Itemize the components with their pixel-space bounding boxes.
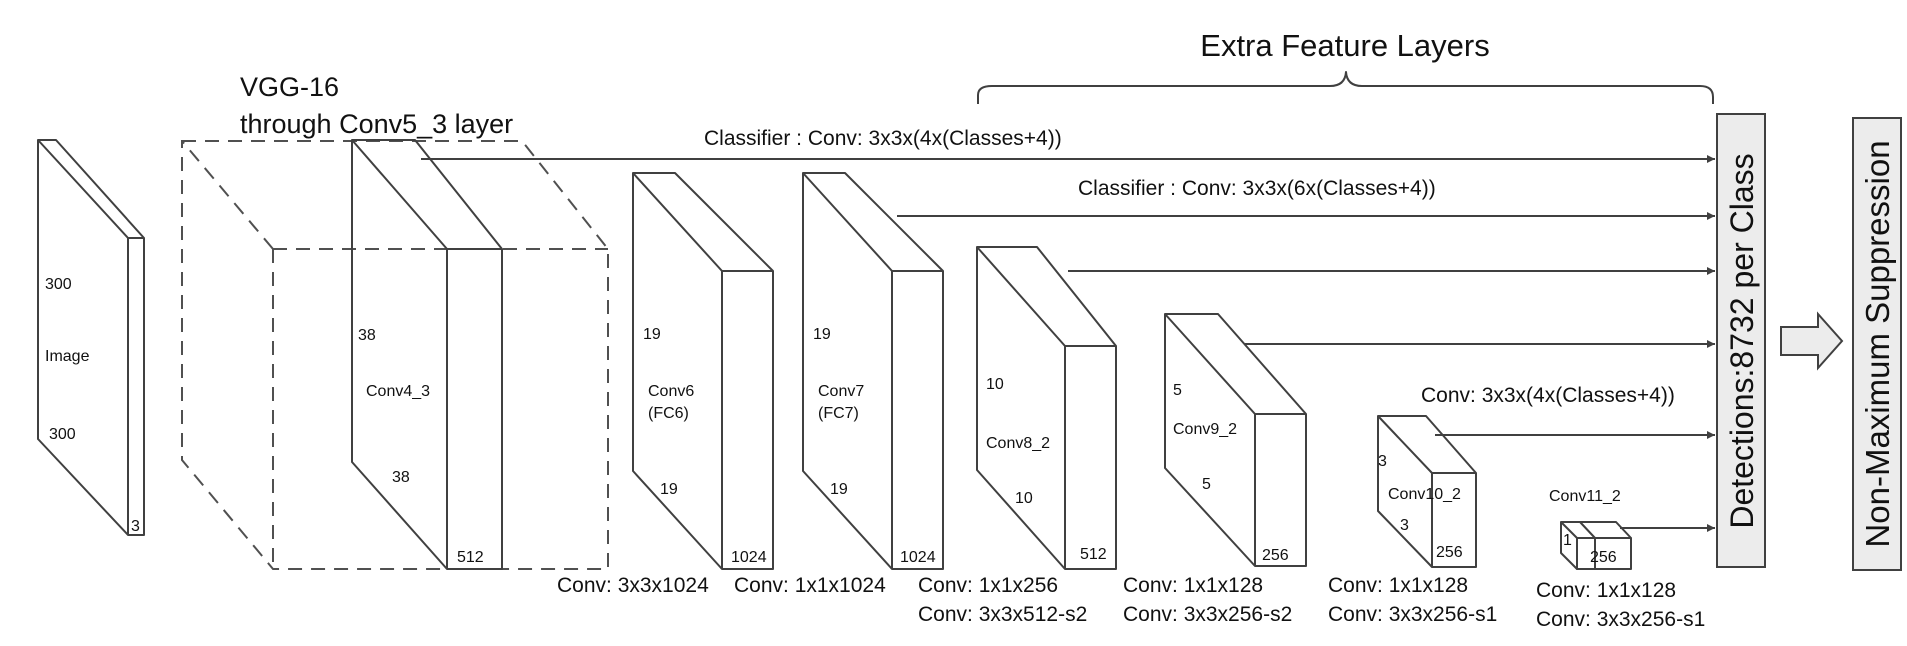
conv6-name-line2: (FC6) [648,405,689,422]
classifier-label-2: Classifier : Conv: 3x3x(6x(Classes+4)) [1078,177,1436,200]
conv11-2-depth: 256 [1590,549,1617,566]
nms-big-arrow [1780,311,1844,371]
conv7-name-line2: (FC7) [818,405,859,422]
label-conv10-b: Conv: 3x3x256-s1 [1328,603,1497,626]
conv7-top-dim: 19 [813,326,831,343]
conv9-2-top-dim: 5 [1173,382,1182,399]
conv7-bottom-dim: 19 [830,481,848,498]
label-conv-3x3x1024: Conv: 3x3x1024 [557,574,709,597]
detections-label: Detections:8732 per Class [1724,153,1760,528]
conv10-2-name: Conv10_2 [1388,486,1461,503]
classifier-arrows [421,155,1715,532]
conv9-2-bottom-dim: 5 [1202,476,1211,493]
conv6-block: 19 Conv6 (FC6) 19 1024 [632,172,774,570]
label-conv-1x1x1024: Conv: 1x1x1024 [734,574,886,597]
conv11-2-block: Conv11_2 1 256 [1549,488,1632,570]
conv6-bottom-dim: 19 [660,481,678,498]
conv8-2-bottom-dim: 10 [1015,490,1033,507]
label-conv9-b: Conv: 3x3x256-s2 [1123,603,1292,626]
conv10-2-depth: 256 [1436,544,1463,561]
nms-label: Non-Maximum Suppression [1859,140,1896,547]
bottom-labels: Conv: 3x3x1024 Conv: 1x1x1024 Conv: 1x1x… [557,574,1705,631]
label-conv10-a: Conv: 1x1x128 [1328,574,1468,597]
label-conv11-b: Conv: 3x3x256-s1 [1536,608,1705,631]
conv7-depth: 1024 [900,549,936,566]
conv9-2-depth: 256 [1262,547,1289,564]
conv9-2-block: 5 Conv9_2 5 256 [1164,313,1307,567]
vgg-label-line1: VGG-16 [240,72,339,102]
conv7-block: 19 Conv7 (FC7) 19 1024 [802,172,944,570]
conv6-name-line1: Conv6 [648,383,694,400]
conv9-2-name: Conv9_2 [1173,421,1237,438]
conv4-3-bottom-dim: 38 [392,469,410,486]
extra-feature-title: Extra Feature Layers [1200,28,1489,63]
label-conv9-a: Conv: 1x1x128 [1123,574,1263,597]
conv6-top-dim: 19 [643,326,661,343]
conv7-name-line1: Conv7 [818,383,864,400]
conv10-2-bottom-dim: 3 [1400,517,1409,534]
vgg-label-line2: through Conv5_3 layer [240,109,513,139]
conv8-2-depth: 512 [1080,546,1107,563]
extra-feature-brace [977,71,1714,104]
nms-box: Non-Maximum Suppression [1852,117,1902,571]
conv4-3-name: Conv4_3 [366,383,430,400]
label-conv8-b: Conv: 3x3x512-s2 [918,603,1087,626]
image-name: Image [45,348,90,365]
conv4-3-top-dim: 38 [358,327,376,344]
vgg-dashed-box [181,140,609,570]
conv8-2-block: 10 Conv8_2 10 512 [976,246,1117,570]
image-top-dim: 300 [45,276,72,293]
conv11-2-top-dim: 1 [1563,532,1572,549]
classifier-label-1: Classifier : Conv: 3x3x(4x(Classes+4)) [704,127,1062,150]
image-block: 300 Image 300 3 [37,139,145,536]
conv6-depth: 1024 [731,549,767,566]
conv10-2-block: 3 Conv10_2 3 256 [1377,415,1477,568]
detections-box: Detections:8732 per Class [1716,113,1766,568]
conv4-3-depth: 512 [457,549,484,566]
conv8-2-top-dim: 10 [986,376,1004,393]
conv10-2-top-dim: 3 [1378,453,1387,470]
classifier-label-3: Conv: 3x3x(4x(Classes+4)) [1421,384,1675,407]
conv8-2-name: Conv8_2 [986,435,1050,452]
label-conv11-a: Conv: 1x1x128 [1536,579,1676,602]
image-bottom-dim: 300 [49,426,76,443]
conv11-2-name: Conv11_2 [1549,488,1621,505]
image-depth: 3 [131,518,140,535]
conv4-3-block: 38 Conv4_3 38 512 [351,139,503,570]
label-conv8-a: Conv: 1x1x256 [918,574,1058,597]
